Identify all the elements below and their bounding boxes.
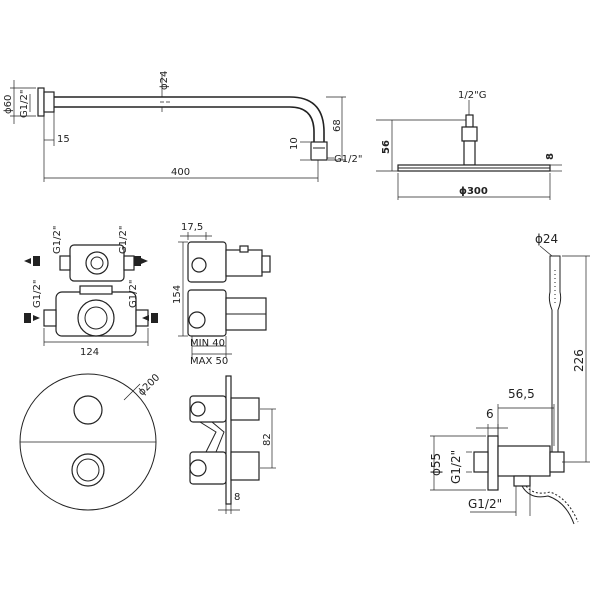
head-ball-joint <box>461 126 478 142</box>
arm-flange-collar <box>43 91 55 113</box>
head-thread-stem <box>465 114 474 128</box>
cover-side-view: 82 8 <box>189 375 276 514</box>
outlet-arrow-right-top-icon <box>134 256 148 266</box>
mixer-bore <box>77 299 115 337</box>
hand-length-label: 226 <box>572 349 586 372</box>
arm-outlet-thread-label: G1/2" <box>334 154 362 165</box>
arm-wall-flange <box>37 87 45 117</box>
arm-tube-dia-label: ϕ24 <box>159 71 170 90</box>
max-depth-label: MAX 50 <box>190 356 228 367</box>
arm-flange-depth-label: 15 <box>57 134 70 145</box>
diverter-bore <box>85 251 109 275</box>
min-depth-label: MIN 40 <box>190 338 225 349</box>
valve-bottom-right-thread-label: G1/2" <box>128 280 139 308</box>
cover-dia-label: ϕ200 <box>136 372 162 398</box>
inlet-arrow-right-bottom-icon <box>142 313 158 323</box>
head-dia-label: ϕ300 <box>459 186 488 197</box>
hand-hose-dia-label: ϕ24 <box>535 232 558 246</box>
hand-flange-depth-label: 6 <box>486 407 494 421</box>
valve-width-label: 124 <box>80 347 99 358</box>
head-thickness-label: 8 <box>545 153 556 160</box>
arm-length-label: 400 <box>171 167 190 178</box>
shower-arm-view: ϕ60 G1/2" ϕ24 15 400 68 10 G1/2" <box>3 71 362 182</box>
valve-top-left-thread-label: G1/2" <box>52 226 63 254</box>
cover-plate-view: ϕ200 <box>19 372 162 511</box>
cover-spacing-label: 82 <box>262 433 273 446</box>
diverter-knob <box>73 395 103 425</box>
inlet-arrow-left-bottom-icon <box>24 313 40 323</box>
side-top-dim-label: 17,5 <box>181 222 203 233</box>
hand-flange-dia-label: ϕ55 <box>429 453 443 476</box>
hand-hose <box>521 485 575 525</box>
arm-flange-dia-label: ϕ60 <box>3 95 14 114</box>
valve-top-right-thread-label: G1/2" <box>118 226 129 254</box>
hand-outlet-thread-label: G1/2" <box>468 497 502 511</box>
head-height-label: 56 <box>381 140 392 154</box>
hand-inlet-thread-label: G1/2" <box>449 450 463 484</box>
side-height-label: 154 <box>172 285 183 304</box>
arm-outlet-nut <box>310 141 328 161</box>
head-thread-label: 1/2"G <box>458 90 486 101</box>
hand-outlet-elbow <box>497 445 551 477</box>
arm-drop-label: 68 <box>332 119 343 132</box>
arm-tube <box>54 96 325 142</box>
valve-body-side-view: 17,5 154 MIN 40 MAX 50 <box>172 222 271 367</box>
hand-shower-view: ϕ24 226 56,5 6 ϕ55 G1/2" G1/2" <box>429 232 590 525</box>
outlet-arrow-left-top-icon <box>24 256 40 266</box>
hand-shower-body <box>548 255 562 453</box>
arm-outlet-len-label: 10 <box>289 137 300 150</box>
head-neck <box>463 140 476 166</box>
cover-plate-side <box>225 375 232 505</box>
hand-projection-label: 56,5 <box>508 387 535 401</box>
valve-body-front-view: G1/2" G1/2" G1/2" G1/2" 124 <box>24 226 158 358</box>
valve-bottom-left-thread-label: G1/2" <box>32 280 43 308</box>
arm-inlet-thread-label: G1/2" <box>19 90 30 118</box>
shower-head-view: 1/2"G 56 8 ϕ300 <box>376 90 562 200</box>
cover-plate-depth-label: 8 <box>234 492 240 503</box>
hand-wall-flange <box>487 435 499 491</box>
